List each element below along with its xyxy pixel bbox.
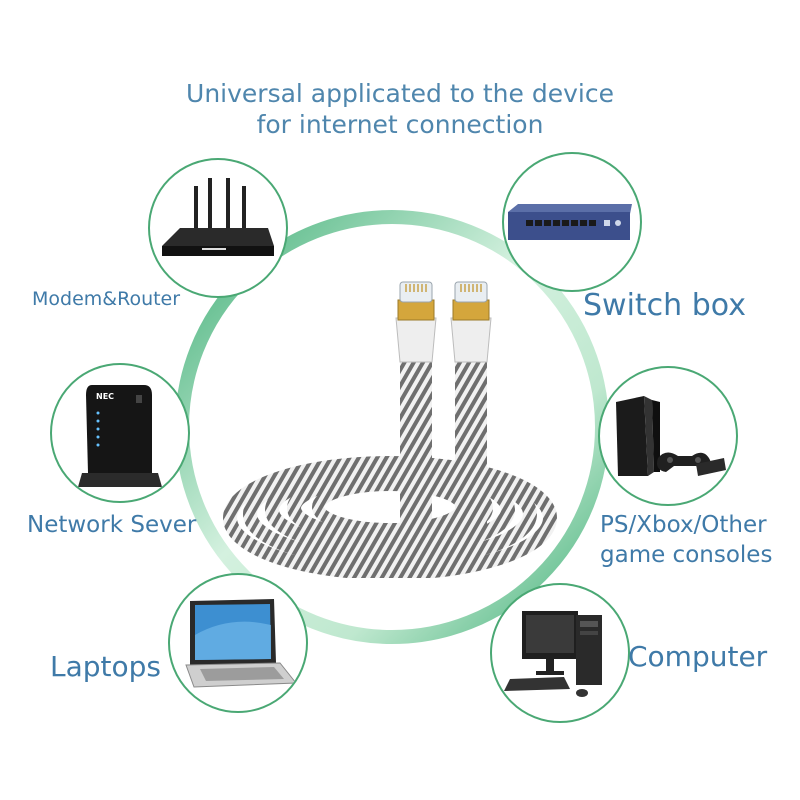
router-circle [148,158,288,298]
computer-circle [490,583,630,723]
headline-line-1: Universal applicated to the device [186,79,614,108]
network-server-icon: NEC [78,385,162,487]
headline-line-2: for internet connection [256,110,544,139]
desktop-computer-icon [504,611,602,697]
laptop-circle [168,573,308,713]
switch-label: Switch box [583,288,746,323]
console-circle [598,366,738,506]
network-switch-icon [508,204,632,240]
computer-label: Computer [628,640,768,673]
console-label-line-1: PS/Xbox/Other [600,512,767,538]
switch-circle [502,152,642,292]
ethernet-cable-icon [223,281,557,578]
router-label: Modem&Router [32,288,181,310]
router-icon [162,178,274,256]
server-label: Network Sever [27,512,197,538]
game-console-icon [616,396,726,476]
console-label-line-2: game consoles [600,542,773,568]
server-badge: NEC [96,392,114,401]
server-circle: NEC [50,363,190,503]
laptop-label: Laptops [50,650,162,683]
laptop-icon [185,599,298,688]
